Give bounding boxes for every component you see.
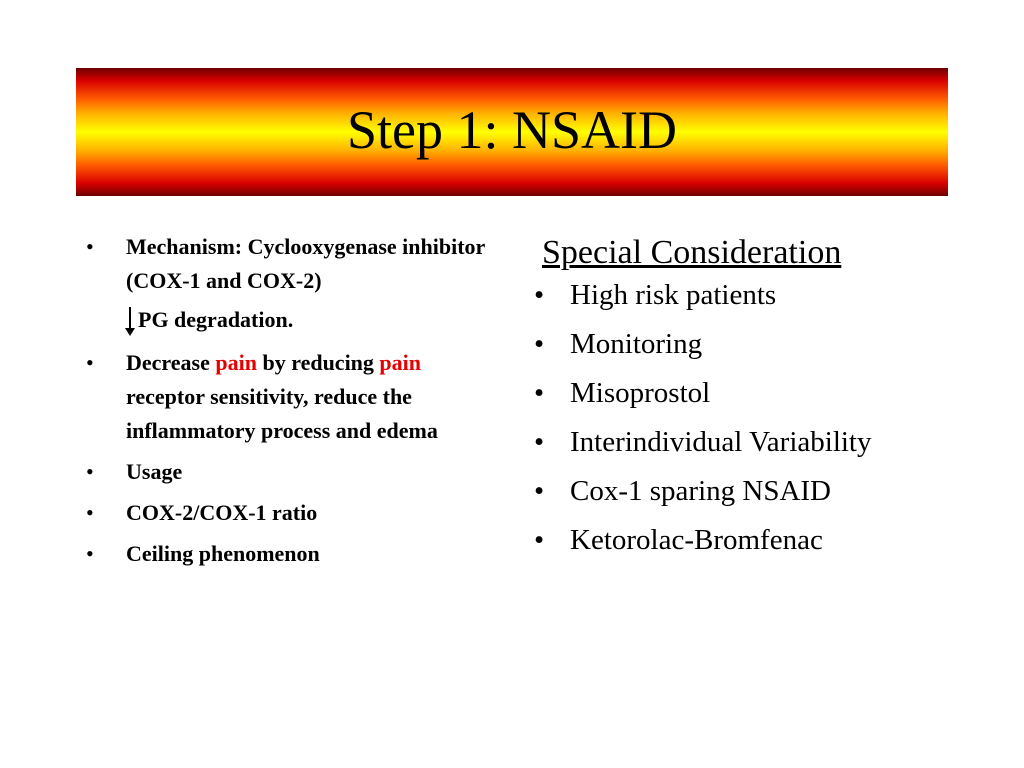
bullet-icon: •: [86, 459, 94, 484]
bullet-icon: •: [86, 541, 94, 566]
decrease-text-b: by reducing: [256, 350, 380, 375]
item-text: Ketorolac-Bromfenac: [570, 524, 823, 556]
bullet-icon: •: [534, 426, 545, 458]
list-item: • Cox-1 sparing NSAID: [530, 474, 970, 508]
list-item-decrease-pain: • Decrease pain by reducing pain recepto…: [84, 346, 504, 448]
left-bullet-list: • Mechanism: Cyclooxygenase inhibitor (C…: [84, 230, 504, 298]
bullet-icon: •: [534, 475, 545, 507]
ceiling-text: Ceiling phenomenon: [126, 541, 320, 566]
bullet-icon: •: [86, 234, 94, 259]
list-item: • Misoprostol: [530, 376, 970, 410]
pain-highlight-2: pain: [379, 350, 422, 375]
item-text: Misoprostol: [570, 377, 711, 409]
pain-highlight-1: pain: [215, 350, 257, 375]
bullet-icon: •: [86, 500, 94, 525]
list-item: • Monitoring: [530, 327, 970, 361]
bullet-icon: •: [534, 524, 545, 556]
slide-title: Step 1: NSAID: [346, 100, 677, 160]
list-item-usage: • Usage: [84, 455, 504, 489]
item-text: High risk patients: [570, 279, 777, 311]
list-item-ratio: • COX-2/COX-1 ratio: [84, 496, 504, 530]
decrease-text-a: Decrease: [126, 350, 216, 375]
mechanism-text: Mechanism: Cyclooxygenase inhibitor (COX…: [126, 234, 485, 293]
special-consideration-heading: Special Consideration: [542, 234, 842, 271]
left-column: • Mechanism: Cyclooxygenase inhibitor (C…: [84, 230, 504, 578]
title-banner: Step 1: NSAID: [76, 68, 948, 196]
item-text: Interindividual Variability: [570, 426, 872, 458]
list-item-mechanism: • Mechanism: Cyclooxygenase inhibitor (C…: [84, 230, 504, 298]
usage-text: Usage: [126, 459, 183, 484]
pg-degradation-line: PG degradation.: [84, 303, 504, 337]
down-arrow-icon: [125, 307, 136, 337]
item-text: Cox-1 sparing NSAID: [570, 475, 831, 507]
item-text: Monitoring: [570, 328, 703, 360]
left-bullet-list-2: • Decrease pain by reducing pain recepto…: [84, 346, 504, 571]
right-column: Special Consideration • High risk patient…: [530, 232, 970, 572]
pg-degradation-text: PG degradation.: [138, 307, 294, 332]
right-bullet-list: • High risk patients • Monitoring • Misopro…: [530, 278, 970, 557]
bullet-icon: •: [534, 328, 545, 360]
list-item: • Interindividual Variability: [530, 425, 970, 459]
bullet-icon: •: [86, 350, 94, 375]
bullet-icon: •: [534, 377, 545, 409]
ratio-text: COX-2/COX-1 ratio: [126, 500, 318, 525]
list-item: • High risk patients: [530, 278, 970, 312]
list-item-ceiling: • Ceiling phenomenon: [84, 537, 504, 571]
list-item: • Ketorolac-Bromfenac: [530, 523, 970, 557]
bullet-icon: •: [534, 279, 545, 311]
decrease-text-c: receptor sensitivity, reduce the inflamm…: [126, 384, 438, 443]
